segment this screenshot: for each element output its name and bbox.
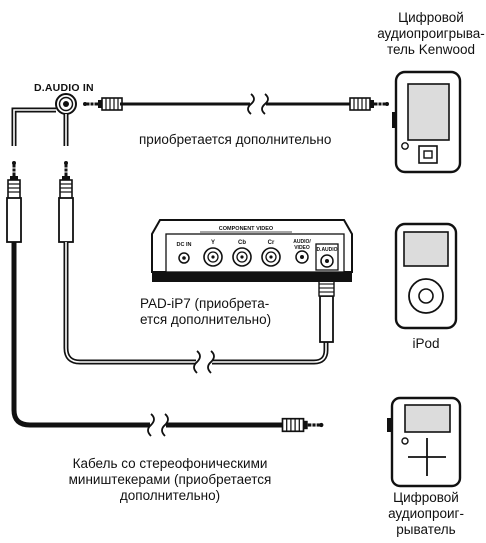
plug-body-right (58, 197, 74, 243)
ipod-label: iPod (412, 336, 440, 351)
kenwood-player-label-line3: тель Kenwood (386, 42, 476, 57)
pad-audio-video-label-1: AUDIO/ (293, 239, 311, 245)
cable-label: Кабель со стереофоническими миништекерам… (50, 456, 290, 504)
plug-left (6, 159, 22, 204)
plug-body-left (6, 197, 22, 243)
digital-player-label-line3: рыватель (396, 522, 456, 537)
pad-cb-label: Cb (238, 240, 246, 246)
kenwood-player-label-line2: аудиопроигрыва- (377, 26, 485, 41)
pad-ip7-label: PAD-iP7 (приобрета- ется дополнительно) (140, 296, 271, 328)
ipod (394, 222, 458, 330)
cable-label-line1: Кабель со стереофоническими (72, 456, 268, 471)
pad-cable (63, 242, 335, 374)
kenwood-player-label-line1: Цифровой (398, 10, 464, 25)
digital-player-label: Цифровой аудиопроиг- рыватель (376, 490, 476, 538)
pad-ip7-adapter: COMPONENT VIDEO DC IN Y Cb Cr AUDIO/ VID… (151, 219, 353, 282)
pad-cr-label: Cr (268, 240, 275, 246)
d-audio-in-jack (55, 93, 77, 115)
pad-dc-in-label: DC IN (177, 242, 192, 248)
long-cable (11, 242, 326, 437)
top-cable (81, 93, 391, 115)
kenwood-player-label: Цифровой аудиопроигрыва- тель Kenwood (376, 10, 486, 58)
cable-label-line3: дополнительно) (119, 488, 221, 503)
pad-y-label: Y (211, 240, 215, 246)
pad-ip7-label-line1: PAD-iP7 (приобрета- (140, 296, 270, 311)
d-audio-in-label: D.AUDIO IN (34, 82, 94, 94)
plug-right (58, 159, 74, 204)
optional-top-label: приобретается дополнительно (139, 132, 332, 147)
pad-panel-title: COMPONENT VIDEO (219, 226, 274, 232)
digital-player (387, 396, 462, 488)
digital-player-label-line1: Цифровой (393, 490, 459, 505)
digital-player-label-line2: аудиопроиг- (388, 506, 464, 521)
pad-d-audio-label: D.AUDIO (316, 247, 337, 253)
kenwood-player (392, 70, 462, 174)
jack-wires (11, 107, 69, 146)
pad-audio-video-label-2: VIDEO (294, 245, 310, 251)
cable-label-line2: миништекерами (приобретается (68, 472, 272, 487)
pad-ip7-label-line2: ется дополнительно) (140, 312, 272, 327)
